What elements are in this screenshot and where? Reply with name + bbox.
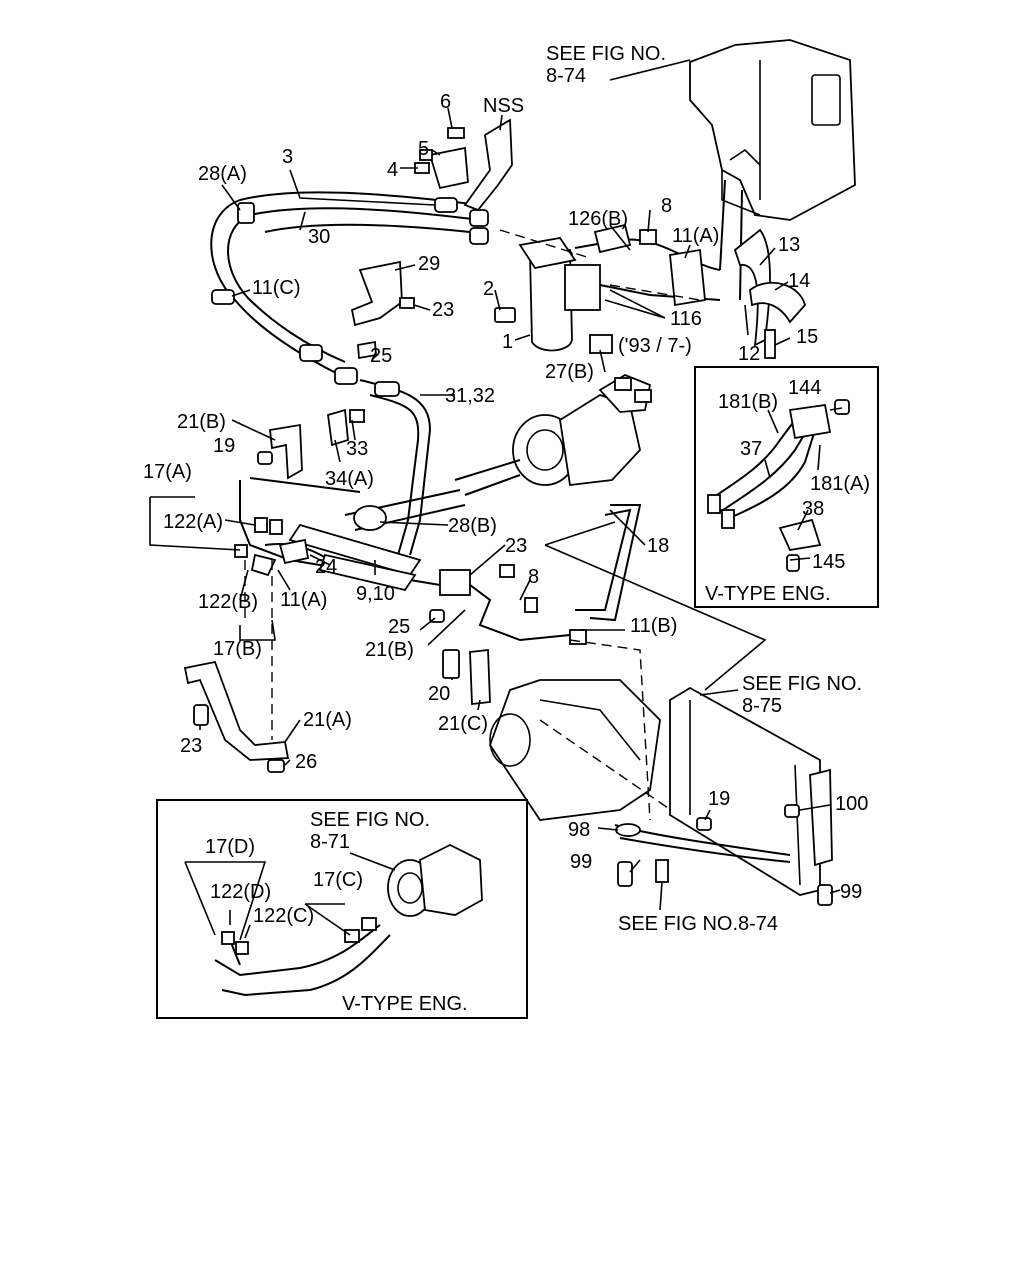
label-99-right: 99: [840, 881, 862, 903]
label-11a-mid: 11(A): [280, 589, 327, 611]
label-100: 100: [835, 793, 868, 815]
inset-right-vtype: [694, 366, 879, 608]
evaporator-unit: [689, 39, 856, 221]
suction-discharge-hoses: [210, 191, 489, 385]
label-99-left: 99: [570, 851, 592, 873]
label-17a: 17(A): [143, 461, 192, 483]
label-8-top: 8: [661, 195, 672, 217]
condenser: [669, 686, 833, 906]
label-24: 24: [315, 556, 337, 578]
label-see-fig-8-71-line1: SEE FIG NO.: [310, 809, 430, 831]
label-181a: 181(A): [810, 473, 870, 495]
leader-lines: [149, 59, 841, 911]
label-145: 145: [812, 551, 845, 573]
label-23-top: 23: [432, 299, 454, 321]
label-17d: 17(D): [205, 836, 255, 858]
label-21b-top: 21(B): [177, 411, 226, 433]
label-126b: 126(B): [568, 208, 628, 230]
label-11c: 11(C): [252, 277, 301, 299]
label-38: 38: [802, 498, 824, 520]
bolt-20-bracket-21c: [442, 648, 491, 706]
bracket-21a: [183, 560, 290, 773]
label-5: 5: [418, 138, 429, 160]
label-144: 144: [788, 377, 821, 399]
label-6: 6: [440, 91, 451, 113]
label-25-mid: 25: [388, 616, 410, 638]
label-vtype-right: V-TYPE ENG.: [705, 583, 831, 605]
part-labels: SEE FIG NO. 8-74 NSS 6 5 4 3 28(A) 30 12…: [143, 43, 870, 1015]
label-29: 29: [418, 253, 440, 275]
label-14: 14: [788, 270, 810, 292]
label-21b-mid: 21(B): [365, 639, 414, 661]
inset-bottom-vtype: [156, 799, 528, 1019]
label-15: 15: [796, 326, 818, 348]
label-98: 98: [568, 819, 590, 841]
label-30: 30: [308, 226, 330, 248]
label-116: 116: [670, 308, 702, 330]
label-18: 18: [647, 535, 669, 557]
label-13: 13: [778, 234, 800, 256]
label-20: 20: [428, 683, 450, 705]
label-see-fig-8-71-line2: 8-71: [310, 831, 350, 853]
label-26: 26: [295, 751, 317, 773]
label-9-10: 9,10: [356, 583, 395, 605]
label-93-7: ('93 / 7-): [618, 335, 692, 357]
label-3: 3: [282, 146, 293, 168]
label-21a: 21(A): [303, 709, 352, 731]
label-122d: 122(D): [210, 881, 271, 903]
label-12: 12: [738, 343, 760, 365]
label-1: 1: [502, 331, 513, 353]
label-23-bottom: 23: [180, 735, 202, 757]
label-see-fig-8-75-line1: SEE FIG NO.: [742, 673, 862, 695]
label-11b: 11(B): [630, 615, 677, 637]
label-122a: 122(A): [163, 511, 223, 533]
label-122c: 122(C): [253, 905, 314, 927]
bracket-21b-top: [257, 408, 365, 480]
bracket-29: [350, 260, 415, 360]
label-181b: 181(B): [718, 391, 778, 413]
label-31-32: 31,32: [445, 385, 495, 407]
label-see-fig-8-74-top-line2: 8-74: [546, 65, 586, 87]
label-21c: 21(C): [438, 713, 488, 735]
label-see-fig-8-74-top-line1: SEE FIG NO.: [546, 43, 666, 65]
label-8-mid: 8: [528, 566, 539, 588]
compressor: [512, 373, 652, 486]
evaporator-lines: [499, 179, 806, 359]
label-122b: 122(B): [198, 591, 258, 613]
label-19-left: 19: [213, 435, 235, 457]
label-2: 2: [483, 278, 494, 300]
nss-bracket: [414, 118, 513, 212]
label-33: 33: [346, 438, 368, 460]
label-28a: 28(A): [198, 163, 247, 185]
label-see-fig-8-74-bottom: SEE FIG NO.8-74: [618, 913, 778, 935]
label-28b: 28(B): [448, 515, 497, 537]
label-23-mid: 23: [505, 535, 527, 557]
compressor-hoses: [344, 379, 521, 556]
label-37: 37: [740, 438, 762, 460]
label-vtype-bottom: V-TYPE ENG.: [342, 993, 468, 1015]
label-nss: NSS: [483, 95, 524, 117]
label-see-fig-8-75-line2: 8-75: [742, 695, 782, 717]
label-11a-top: 11(A): [672, 225, 719, 247]
label-19-right: 19: [708, 788, 730, 810]
receiver-drier: [494, 237, 613, 354]
pipe-98: [614, 823, 791, 887]
label-25-top: 25: [370, 345, 392, 367]
label-4: 4: [387, 159, 398, 181]
middle-piping: [234, 477, 642, 645]
label-17b: 17(B): [213, 638, 262, 660]
engine-block: [488, 639, 701, 831]
label-17c: 17(C): [313, 869, 363, 891]
label-34a: 34(A): [325, 468, 374, 490]
label-27b: 27(B): [545, 361, 594, 383]
